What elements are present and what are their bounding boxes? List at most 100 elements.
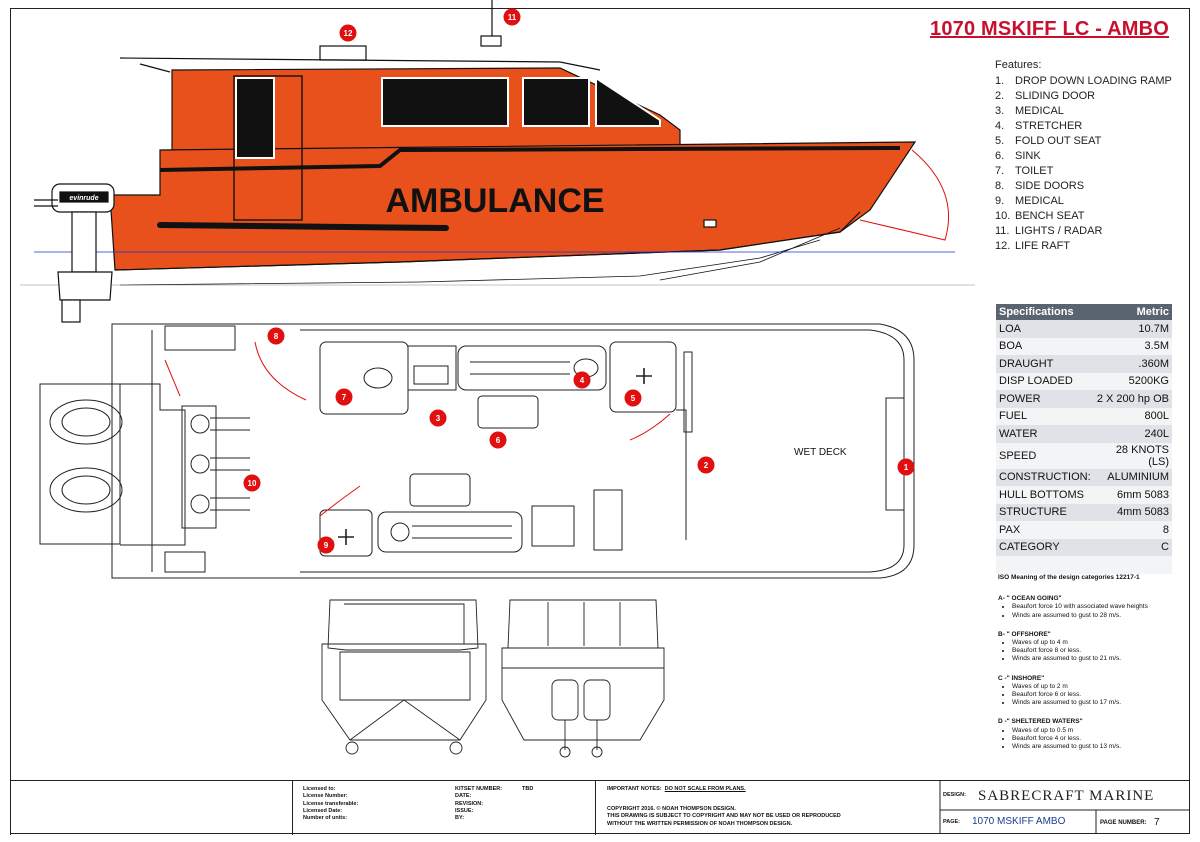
feature-label: LIGHTS / RADAR bbox=[1015, 225, 1103, 237]
lic-label-line: Licensed to: bbox=[303, 786, 336, 792]
marker-circle bbox=[267, 327, 285, 345]
iso-category: C -" INSHORE"Waves of up to 2 mBeaufort … bbox=[998, 675, 1178, 708]
marker-number: 6 bbox=[496, 436, 501, 445]
spec-label: CATEGORY bbox=[996, 538, 1094, 556]
spec-label: BOA bbox=[996, 337, 1094, 355]
feature-number: 8. bbox=[995, 180, 1005, 192]
marker-number: 8 bbox=[274, 332, 279, 341]
spec-row bbox=[996, 556, 1172, 574]
feature-marker-3: 3 bbox=[429, 409, 447, 427]
front-view bbox=[321, 599, 487, 755]
spec-label: PAX bbox=[996, 521, 1094, 539]
ambulance-hull-text: AMBULANCE bbox=[385, 182, 604, 220]
drawing-title: 1070 MSKIFF LC - AMBO bbox=[930, 18, 1170, 40]
life-raft bbox=[319, 45, 367, 61]
feature-label: STRETCHER bbox=[1015, 120, 1083, 132]
iso-category-heading: C -" INSHORE" bbox=[998, 674, 1045, 682]
feature-number: 7. bbox=[995, 165, 1005, 177]
feature-number: 1. bbox=[995, 75, 1005, 87]
outboard-brand-label: evinrude bbox=[69, 195, 98, 202]
iso-category: A- " OCEAN GOING"Beaufort force 10 with … bbox=[998, 595, 1178, 620]
cabin-window bbox=[522, 77, 590, 127]
spec-value: ALUMINIUM bbox=[1093, 468, 1172, 486]
feature-number: 11. bbox=[995, 225, 1010, 237]
feature-item: 9.MEDICAL bbox=[995, 194, 1172, 209]
toilet bbox=[363, 367, 393, 389]
spec-value: C bbox=[1093, 538, 1172, 556]
feature-label: BENCH SEAT bbox=[1015, 210, 1085, 222]
feature-marker-4: 4 bbox=[573, 371, 591, 389]
feature-marker-10: 10 bbox=[243, 474, 261, 492]
spec-label: DRAUGHT bbox=[996, 355, 1094, 373]
marker-number: 12 bbox=[344, 29, 353, 38]
marker-number: 1 bbox=[904, 463, 909, 472]
feature-number: 9. bbox=[995, 195, 1005, 207]
feature-label: TOILET bbox=[1015, 165, 1054, 177]
feature-item: 6.SINK bbox=[995, 149, 1172, 164]
feature-number: 6. bbox=[995, 150, 1005, 162]
hull-stripe-upper bbox=[159, 146, 901, 172]
wet-deck-label: WET DECK bbox=[794, 447, 847, 458]
feature-marker-12: 12 bbox=[339, 24, 357, 42]
iso-category-heading: B- " OFFSHORE" bbox=[998, 630, 1051, 638]
plan-view: WET DECK bbox=[39, 323, 915, 579]
important-notes: IMPORTANT NOTES: DO NOT SCALE FROM PLANS… bbox=[607, 786, 746, 793]
feature-label: FOLD OUT SEAT bbox=[1015, 135, 1102, 147]
feature-marker-9: 9 bbox=[317, 536, 335, 554]
feature-marker-8: 8 bbox=[267, 327, 285, 345]
feature-number: 12. bbox=[995, 240, 1011, 252]
hull-stripe-lower bbox=[157, 222, 449, 231]
iso-categories: ISO Meaning of the design categories 122… bbox=[998, 574, 1178, 762]
spec-label: LOA bbox=[996, 320, 1094, 338]
spec-label: HULL BOTTOMS bbox=[996, 486, 1094, 504]
feature-label: DROP DOWN LOADING RAMP bbox=[1015, 75, 1172, 87]
lic-label-line: License transferable: bbox=[303, 800, 359, 807]
feature-item: 4. STRETCHER bbox=[995, 119, 1172, 134]
marker-circle bbox=[335, 388, 353, 406]
spec-header-value: Metric bbox=[1093, 304, 1172, 320]
kit-label-line: BY: bbox=[455, 815, 465, 822]
sliding-door bbox=[233, 75, 303, 221]
feature-number: 4. bbox=[995, 120, 1005, 132]
feature-label: LIFE RAFT bbox=[1015, 240, 1071, 252]
iso-bullet: Beaufort force 10 with associated wave h… bbox=[1012, 603, 1178, 611]
page-number: 7 bbox=[1154, 817, 1160, 828]
feature-marker-1: 1 bbox=[897, 458, 915, 476]
feature-label: SIDE DOORS bbox=[1015, 180, 1085, 192]
radar-unit bbox=[480, 35, 502, 47]
kit-label-line: KITSET NUMBER: bbox=[455, 786, 503, 792]
spec-value bbox=[1093, 556, 1172, 574]
spec-label: CONSTRUCTION: bbox=[996, 468, 1094, 486]
copyright-line: WITHOUT THE WRITTEN PERMISSION OF NOAH T… bbox=[607, 820, 793, 827]
spec-row: CONSTRUCTION:ALUMINIUM bbox=[996, 468, 1172, 486]
copyright-notice: COPYRIGHT 2016. © NOAH THOMPSON DESIGN.T… bbox=[607, 806, 841, 828]
spec-value: 2 X 200 hp OB bbox=[1093, 390, 1172, 408]
feature-marker-7: 7 bbox=[335, 388, 353, 406]
marker-circle bbox=[697, 456, 715, 474]
copyright-line: THIS DRAWING IS SUBJECT TO COPYRIGHT AND… bbox=[607, 813, 841, 820]
marker-number: 11 bbox=[508, 13, 517, 22]
iso-category-heading: A- " OCEAN GOING" bbox=[998, 595, 1062, 603]
marker-number: 4 bbox=[580, 376, 585, 385]
spec-label: WATER bbox=[996, 425, 1094, 443]
feature-label: MEDICAL bbox=[1015, 105, 1064, 117]
feature-marker-5: 5 bbox=[624, 389, 642, 407]
medical-cabinet-upper bbox=[609, 341, 677, 413]
page-label: PAGE: bbox=[943, 819, 961, 825]
marker-number: 7 bbox=[342, 393, 347, 402]
lic-label-line: License Number: bbox=[303, 793, 348, 800]
feature-number: 10. bbox=[995, 210, 1011, 222]
marker-number: 2 bbox=[704, 461, 709, 470]
